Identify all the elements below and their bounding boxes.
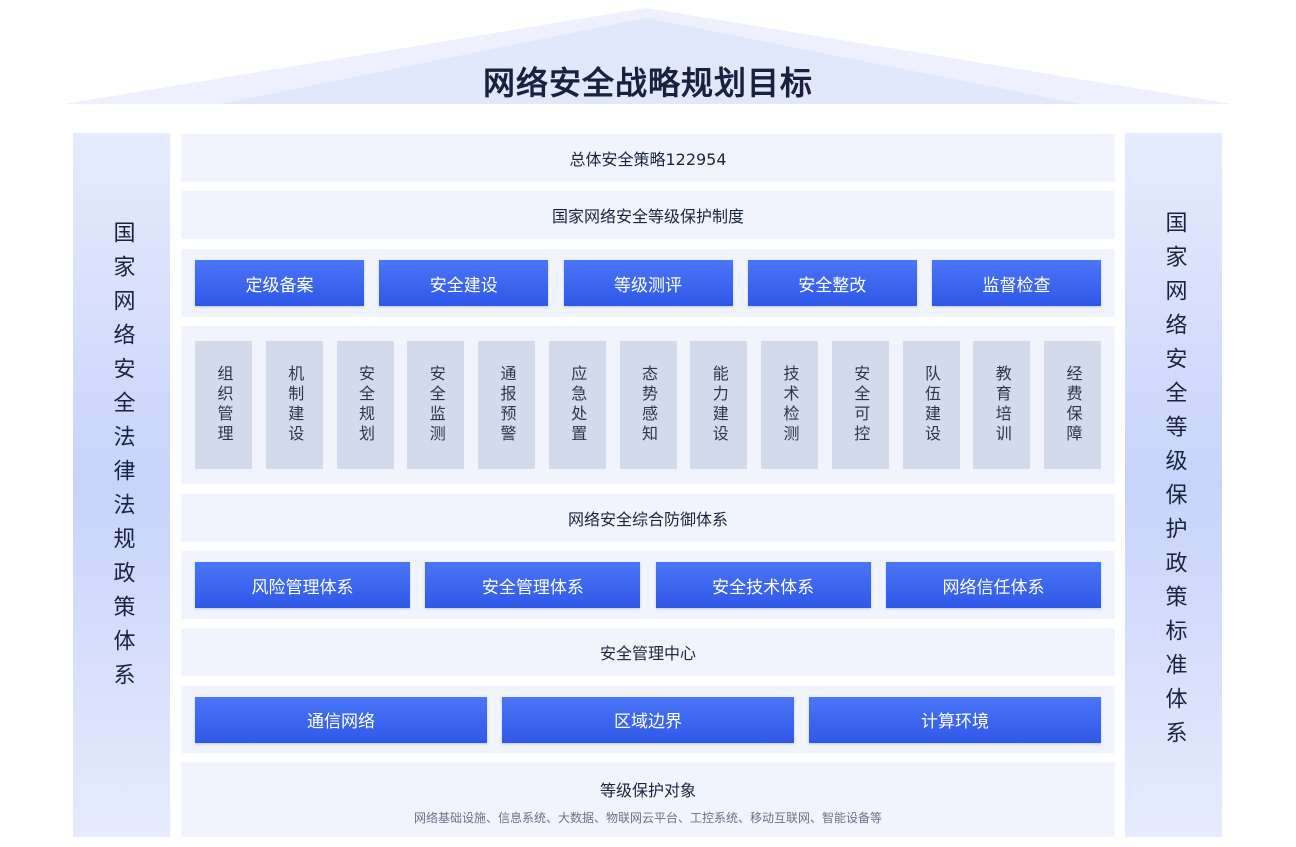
area-boundary-button[interactable]: 区域边界: [502, 696, 794, 743]
security-technology-button[interactable]: 安全技术体系: [655, 562, 871, 608]
stage-button-construction[interactable]: 安全建设: [379, 260, 549, 306]
roof: [64, 8, 1232, 104]
defense-system-label: 网络安全综合防御体系: [567, 510, 728, 529]
capability-cell-label: 技术检测: [780, 365, 800, 445]
right-pillar-label: 国家网络安全等级保护政策标准体系: [1161, 210, 1187, 755]
page-title: 网络安全战略规划目标: [482, 64, 813, 102]
roof-inner-shape: [220, 18, 1080, 104]
capability-cell: 应急处置: [548, 341, 606, 469]
protected-objects-subtitle: 网络基础设施、信息系统、大数据、物联网云平台、工控系统、移动互联网、智能设备等: [413, 811, 882, 825]
capability-cell-label: 安全可控: [851, 365, 871, 445]
capability-cell: 安全监测: [407, 341, 465, 469]
capability-cell: 能力建设: [690, 341, 748, 469]
capability-cell-label: 队伍建设: [922, 365, 941, 445]
capability-cell: 教育培训: [973, 341, 1031, 469]
capability-cell: 经费保障: [1044, 341, 1101, 469]
computing-environment-button[interactable]: 计算环境: [809, 696, 1101, 743]
protection-system-bar: 国家网络安全等级保护制度: [181, 191, 1115, 239]
capability-cell: 安全可控: [831, 341, 889, 469]
security-management-button[interactable]: 安全管理体系: [425, 562, 641, 608]
capability-cell: 技术检测: [761, 341, 818, 469]
defense-system-bar: 网络安全综合防御体系: [181, 494, 1115, 542]
capability-cell-label: 能力建设: [709, 365, 729, 445]
communication-network-button[interactable]: 通信网络: [195, 696, 487, 743]
management-center-bar: 安全管理中心: [181, 628, 1115, 676]
stage-button-assessment[interactable]: 等级测评: [563, 260, 733, 306]
left-pillar-label: 国家网络安全法律法规政策体系: [109, 221, 135, 697]
protection-system-label: 国家网络安全等级保护制度: [551, 207, 744, 226]
protected-objects-title: 等级保护对象: [599, 781, 696, 800]
stage-button-row: 定级备案 安全建设 等级测评 安全整改 监督检查: [181, 249, 1115, 317]
capability-cell-label: 安全规划: [356, 365, 375, 445]
capability-cell: 机制建设: [265, 341, 323, 469]
capability-cell: 通报预警: [478, 341, 535, 469]
strategy-bar: 总体安全策略122954: [181, 134, 1115, 182]
capability-cell: 态势感知: [619, 341, 677, 469]
network-trust-button[interactable]: 网络信任体系: [885, 562, 1101, 608]
capability-cell-label: 教育培训: [992, 365, 1012, 445]
infrastructure-button-row: 通信网络 区域边界 计算环境: [181, 686, 1115, 753]
management-center-label: 安全管理中心: [599, 644, 696, 663]
capability-cell-label: 经费保障: [1063, 365, 1083, 445]
capability-cell: 队伍建设: [902, 341, 960, 469]
left-pillar: 国家网络安全法律法规政策体系: [73, 133, 170, 837]
capability-cell-label: 组织管理: [214, 365, 234, 445]
capability-cell-label: 机制建设: [285, 365, 305, 445]
capability-cell-label: 通报预警: [497, 365, 517, 445]
system-button-row: 风险管理体系 安全管理体系 安全技术体系 网络信任体系: [181, 551, 1115, 619]
capability-cell: 组织管理: [195, 341, 252, 469]
capability-row: 组织管理 机制建设 安全规划 安全监测 通报预警 应急处置 态势感知 能力建设 …: [181, 326, 1115, 484]
capability-cell: 安全规划: [336, 341, 394, 469]
protected-objects-panel: 等级保护对象 网络基础设施、信息系统、大数据、物联网云平台、工控系统、移动互联网…: [181, 762, 1115, 837]
capability-cell-label: 应急处置: [568, 365, 588, 445]
stage-button-grading[interactable]: 定级备案: [195, 260, 364, 306]
capability-cell-label: 态势感知: [639, 365, 658, 445]
risk-management-button[interactable]: 风险管理体系: [195, 562, 410, 608]
stage-button-supervision[interactable]: 监督检查: [932, 260, 1101, 306]
capability-cell-label: 安全监测: [426, 365, 446, 445]
stage-button-rectification[interactable]: 安全整改: [747, 260, 917, 306]
strategy-bar-label: 总体安全策略122954: [569, 150, 727, 169]
right-pillar: 国家网络安全等级保护政策标准体系: [1125, 133, 1222, 837]
